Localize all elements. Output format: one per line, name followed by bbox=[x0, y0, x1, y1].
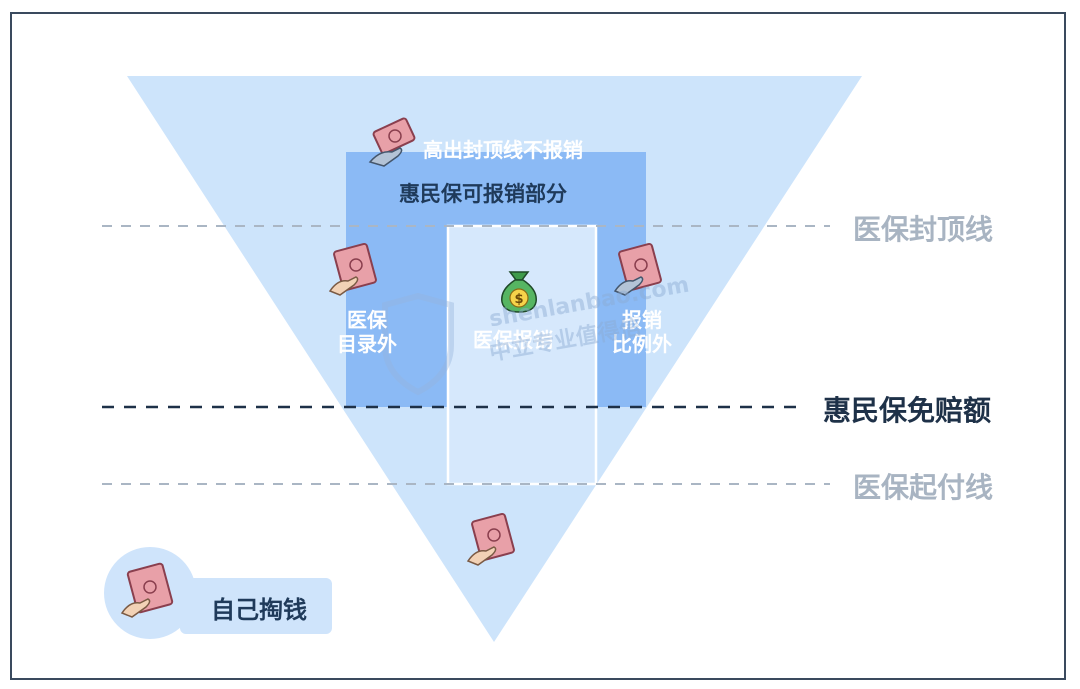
over-cap-label: 高出封顶线不报销 bbox=[423, 138, 583, 162]
outside-ratio-label: 报销 比例外 bbox=[612, 308, 672, 356]
cap-line-label: 医保封顶线 bbox=[853, 213, 994, 246]
legend-box bbox=[180, 578, 332, 634]
shield-watermark-icon bbox=[382, 292, 454, 396]
hmb-box-title: 惠民保可报销部分 bbox=[399, 182, 567, 206]
svg-text:$: $ bbox=[514, 292, 523, 307]
outside-catalog-label: 医保 目录外 bbox=[337, 308, 397, 356]
cash-in-hand-icon bbox=[466, 512, 515, 566]
legend-label: 自己掏钱 bbox=[211, 596, 307, 624]
threshold-line-label: 医保起付线 bbox=[853, 471, 994, 504]
cash-in-hand-icon bbox=[613, 242, 662, 296]
medical-reimburse-label: 医保报销 bbox=[473, 328, 553, 352]
cash-in-hand-icon bbox=[120, 562, 174, 618]
hmb-deductible-label: 惠民保免赔额 bbox=[823, 394, 992, 427]
money-bag-icon: $ bbox=[501, 271, 537, 313]
cash-in-hand-icon bbox=[368, 117, 416, 167]
cash-in-hand-icon bbox=[328, 242, 377, 296]
